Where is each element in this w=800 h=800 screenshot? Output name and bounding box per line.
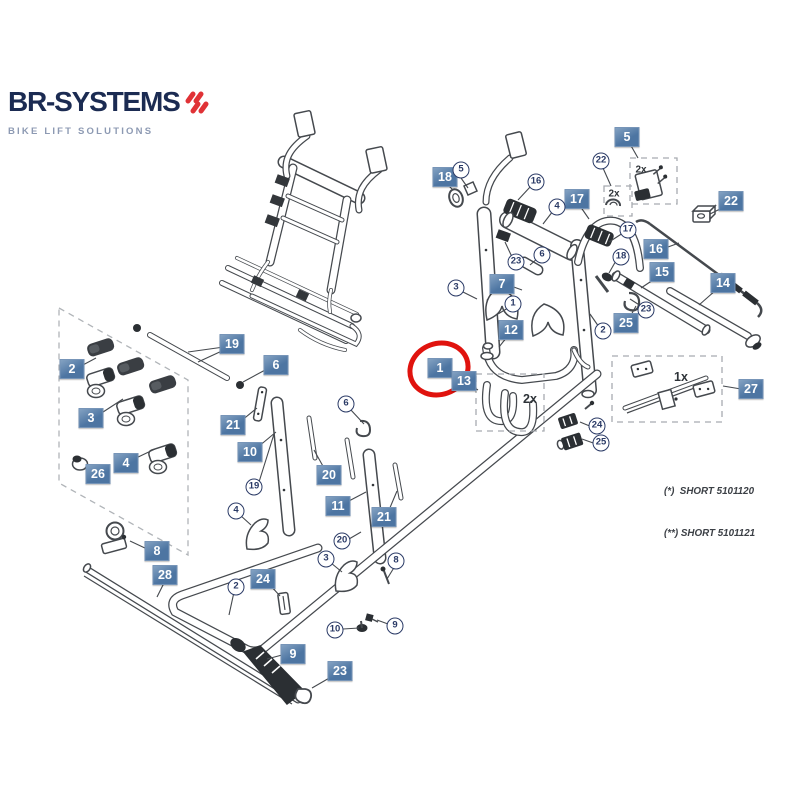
middle-posts-drawing bbox=[245, 419, 390, 632]
part-badge-2[interactable]: 2 bbox=[59, 359, 85, 379]
part-badge-3[interactable]: 3 bbox=[78, 408, 104, 428]
part-badge-7[interactable]: 7 bbox=[489, 274, 515, 294]
part-badge-12[interactable]: 12 bbox=[498, 320, 524, 340]
part-ref-circle-3: 3 bbox=[317, 550, 335, 568]
part-badge-28[interactable]: 28 bbox=[152, 565, 178, 585]
part-ref-circle-4: 4 bbox=[227, 502, 245, 520]
part-badge-19[interactable]: 19 bbox=[219, 334, 245, 354]
part-badge-25[interactable]: 25 bbox=[613, 313, 639, 333]
part-ref-circle-10: 10 bbox=[326, 621, 344, 639]
part-badge-23[interactable]: 23 bbox=[327, 661, 353, 681]
part-badge-27[interactable]: 27 bbox=[738, 379, 764, 399]
quantity-label: 2x bbox=[635, 164, 647, 176]
part-ref-circle-16: 16 bbox=[527, 173, 545, 191]
brand-name: BR-SYSTEMS bbox=[8, 86, 181, 117]
quantity-label: 1x bbox=[674, 370, 688, 384]
tube-layer bbox=[84, 132, 752, 704]
variant-note-line: (*) SHORT 5101120 bbox=[664, 486, 755, 498]
right-rods-drawing bbox=[611, 219, 763, 414]
part-badge-1[interactable]: 1 bbox=[427, 358, 453, 378]
quantity-label: 2x bbox=[523, 392, 537, 406]
part-ref-circle-19: 19 bbox=[245, 478, 263, 496]
part-ref-circle-25: 25 bbox=[592, 434, 610, 452]
left-holder-parts-drawing bbox=[71, 324, 268, 475]
part-ref-circle-2: 2 bbox=[227, 578, 245, 596]
quantity-label: 2x bbox=[608, 188, 620, 200]
brand-tagline: BIKE LIFT SOLUTIONS bbox=[8, 126, 154, 137]
part-badge-9[interactable]: 9 bbox=[280, 644, 306, 664]
part-badge-4[interactable]: 4 bbox=[113, 453, 139, 473]
part-badge-21[interactable]: 21 bbox=[371, 507, 397, 527]
part-badge-22[interactable]: 22 bbox=[718, 191, 744, 211]
part-ref-circle-2: 2 bbox=[594, 322, 612, 340]
part-ref-circle-3: 3 bbox=[447, 279, 465, 297]
part-badge-14[interactable]: 14 bbox=[710, 273, 736, 293]
part-ref-circle-1: 1 bbox=[504, 295, 522, 313]
part-ref-circle-5: 5 bbox=[452, 161, 470, 179]
part-badge-15[interactable]: 15 bbox=[649, 262, 675, 282]
variant-note-line: (**) SHORT 5101121 bbox=[664, 527, 756, 539]
part-ref-circle-24: 24 bbox=[588, 417, 606, 435]
part-ref-circle-23: 23 bbox=[507, 253, 525, 271]
dashed-group-outlines bbox=[58, 157, 723, 557]
part-badge-26[interactable]: 26 bbox=[85, 464, 111, 484]
part-badge-11[interactable]: 11 bbox=[325, 496, 351, 516]
part-badge-21[interactable]: 21 bbox=[220, 415, 246, 435]
part-badge-10[interactable]: 10 bbox=[237, 442, 263, 462]
part-badge-16[interactable]: 16 bbox=[643, 239, 669, 259]
part-badge-18[interactable]: 18 bbox=[432, 167, 458, 187]
part-ref-circle-6: 6 bbox=[337, 395, 355, 413]
part-ref-circle-17: 17 bbox=[619, 221, 637, 239]
selected-part-highlight-ring bbox=[399, 331, 479, 407]
detail-layer bbox=[71, 110, 763, 706]
part-badge-24[interactable]: 24 bbox=[250, 569, 276, 589]
part-ref-circle-20: 20 bbox=[333, 532, 351, 550]
brand-slashes-icon bbox=[184, 90, 210, 121]
bottom-rail-parts-drawing bbox=[82, 521, 313, 706]
part-badge-8[interactable]: 8 bbox=[144, 541, 170, 561]
part-ref-circle-23: 23 bbox=[637, 301, 655, 319]
part-badge-5[interactable]: 5 bbox=[614, 127, 640, 147]
part-badge-20[interactable]: 20 bbox=[316, 465, 342, 485]
part-badge-17[interactable]: 17 bbox=[564, 189, 590, 209]
exploded-frame-drawing bbox=[448, 131, 717, 451]
variant-notes: (*) SHORT 5101120 (**) SHORT 5101121 bbox=[664, 458, 755, 568]
part-ref-circle-18: 18 bbox=[612, 248, 630, 266]
logo: BR-SYSTEMS BIKE LIFT SOLUTIONS bbox=[8, 88, 210, 137]
part-badge-13[interactable]: 13 bbox=[451, 371, 477, 391]
part-ref-circle-4: 4 bbox=[548, 198, 566, 216]
part-ref-circle-8: 8 bbox=[387, 552, 405, 570]
part-ref-circle-6: 6 bbox=[533, 246, 551, 264]
part-ref-circle-22: 22 bbox=[592, 152, 610, 170]
part-badge-6[interactable]: 6 bbox=[263, 355, 289, 375]
part-ref-circle-9: 9 bbox=[386, 617, 404, 635]
assembled-rack-drawing bbox=[250, 110, 388, 323]
